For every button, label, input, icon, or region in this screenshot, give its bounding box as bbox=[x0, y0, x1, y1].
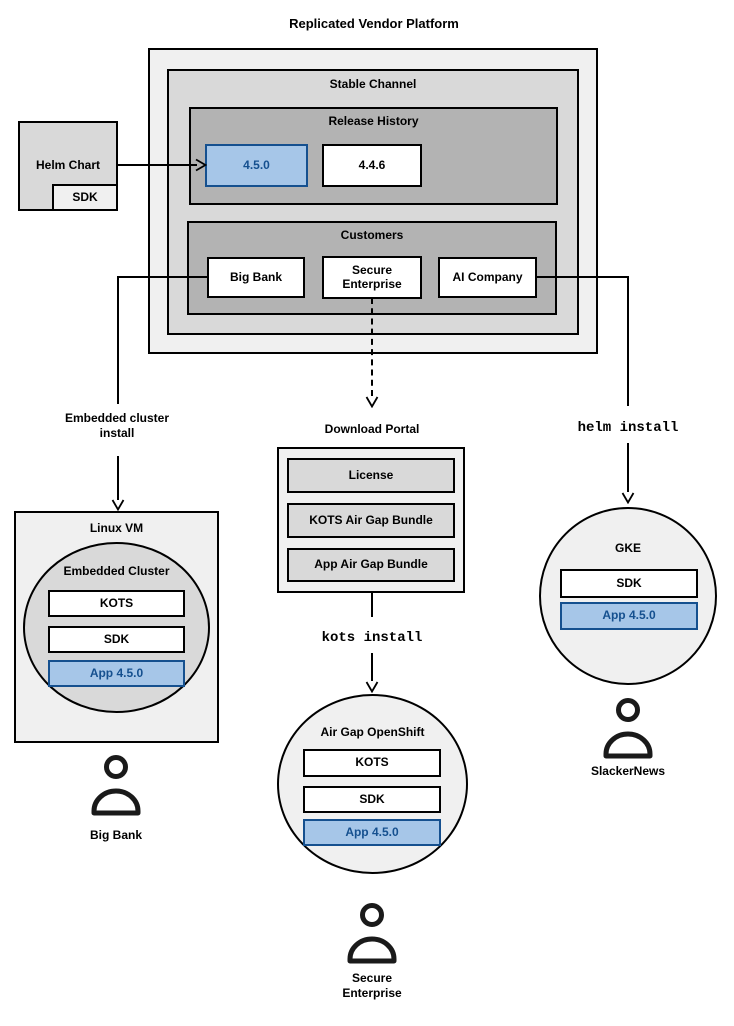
arrow-down-icon bbox=[365, 396, 379, 408]
dashed-connector-line bbox=[371, 298, 373, 396]
connector-line bbox=[117, 276, 119, 404]
embedded-cluster-label: Embedded Cluster bbox=[63, 564, 170, 578]
edge-label-helm-install: helm install bbox=[577, 420, 679, 436]
portal-item-license: License bbox=[287, 458, 455, 493]
customers-label: Customers bbox=[340, 228, 404, 242]
connector-line bbox=[371, 593, 373, 617]
gke-label: GKE bbox=[614, 541, 641, 555]
component-node-kots: KOTS bbox=[303, 749, 441, 777]
customer-node-ai-company: AI Company bbox=[438, 257, 537, 298]
stable-channel-label: Stable Channel bbox=[329, 77, 417, 91]
air-gap-openshift-label: Air Gap OpenShift bbox=[320, 725, 425, 739]
persona-label-secure-enterprise: Secure Enterprise bbox=[342, 971, 402, 1000]
person-icon bbox=[344, 901, 400, 967]
portal-item-kots-bundle: KOTS Air Gap Bundle bbox=[287, 503, 455, 538]
connector-line bbox=[627, 276, 629, 406]
app-node: App 4.5.0 bbox=[303, 819, 441, 846]
component-node-sdk: SDK bbox=[303, 786, 441, 813]
arrow-down-icon bbox=[365, 681, 379, 693]
component-node-kots: KOTS bbox=[48, 590, 185, 617]
edge-label-kots-install: kots install bbox=[321, 630, 423, 646]
connector-line bbox=[117, 276, 207, 278]
component-node-sdk: SDK bbox=[560, 569, 698, 598]
component-node-sdk: SDK bbox=[48, 626, 185, 653]
helm-chart-label: Helm Chart bbox=[35, 158, 100, 172]
connector-line bbox=[118, 164, 197, 166]
person-icon bbox=[88, 753, 144, 819]
arrow-down-icon bbox=[621, 492, 635, 504]
release-node-446: 4.4.6 bbox=[322, 144, 422, 187]
diagram-title: Replicated Vendor Platform bbox=[289, 16, 459, 31]
person-icon bbox=[600, 696, 656, 762]
customer-node-secure-enterprise: Secure Enterprise bbox=[322, 256, 422, 299]
linux-vm-label: Linux VM bbox=[89, 521, 144, 535]
connector-line bbox=[371, 653, 373, 681]
arrow-right-icon bbox=[195, 158, 207, 172]
portal-item-app-bundle: App Air Gap Bundle bbox=[287, 548, 455, 582]
app-node: App 4.5.0 bbox=[48, 660, 185, 687]
persona-label-big-bank: Big Bank bbox=[89, 828, 142, 842]
app-node: App 4.5.0 bbox=[560, 602, 698, 630]
air-gap-openshift-circle bbox=[277, 694, 468, 874]
download-portal-label: Download Portal bbox=[324, 422, 420, 436]
persona-label-slackernews: SlackerNews bbox=[590, 764, 666, 778]
helm-chart-sdk-node: SDK bbox=[52, 184, 118, 211]
edge-label-embedded-install: Embedded cluster install bbox=[64, 411, 170, 440]
release-node-450: 4.5.0 bbox=[205, 144, 308, 187]
connector-line bbox=[627, 443, 629, 492]
connector-line bbox=[537, 276, 629, 278]
customer-node-big-bank: Big Bank bbox=[207, 257, 305, 298]
arrow-down-icon bbox=[111, 499, 125, 511]
release-history-label: Release History bbox=[328, 114, 419, 128]
connector-line bbox=[117, 456, 119, 500]
